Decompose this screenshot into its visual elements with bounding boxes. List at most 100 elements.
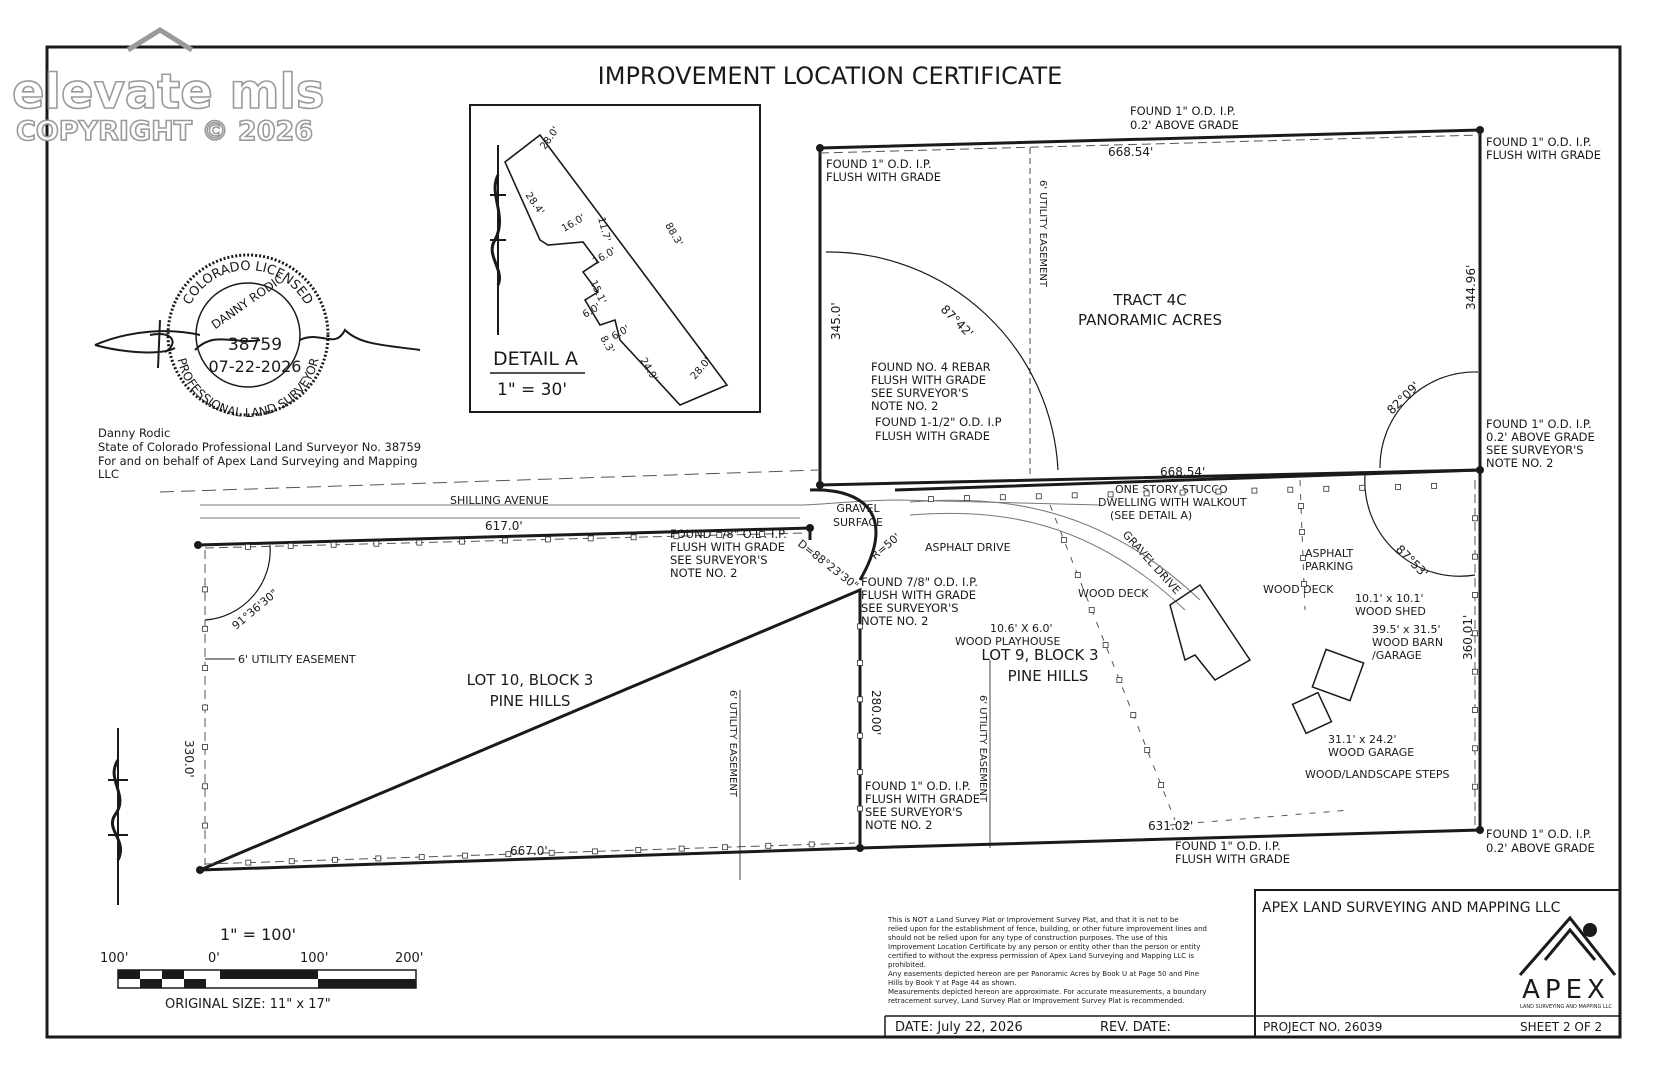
lot-dim: 87°53' (1393, 542, 1431, 580)
lot-fence (204, 842, 856, 865)
fence-post-marker (330, 541, 337, 548)
note: FOUND 1" O.D. I.P. (1130, 104, 1236, 118)
fence-post-marker (202, 783, 208, 790)
fence-post-marker (722, 844, 728, 851)
feature-label: ASPHALT (1305, 547, 1354, 560)
street-name: SHILLING AVENUE (450, 494, 549, 507)
feature-label: 10.1' x 10.1' (1355, 592, 1424, 605)
tract-dim: 668.54' (1108, 145, 1153, 159)
fence-post-marker (759, 531, 765, 537)
cul-de-sac-arc (809, 488, 878, 581)
feature-label: WOOD/LANDSCAPE STEPS (1305, 768, 1450, 781)
detail-dim: 16.0' (560, 213, 587, 235)
fence-post-marker (202, 822, 208, 829)
sheet-date: DATE: July 22, 2026 (895, 1020, 1023, 1035)
feature-label: 31.1' x 24.2' (1328, 733, 1397, 746)
fence-post-marker (288, 858, 295, 865)
fence-post-marker (592, 848, 598, 855)
fence-post-marker (587, 535, 594, 542)
fence-post-marker (244, 544, 251, 550)
disclaimer-line: retracement survey, Land Survey Plat or … (888, 997, 1184, 1005)
boundary-pin-marker (856, 844, 864, 852)
tract-fence-top (819, 134, 1481, 154)
lot-dim: 330.0' (182, 740, 196, 778)
scale-ratio: 1" = 100' (220, 925, 296, 944)
fence-post-marker (999, 494, 1006, 501)
disclaimer: This is NOT a Land Survey Plat or Improv… (887, 916, 1207, 1005)
lot-easement-label: 6' UTILITY EASEMENT (238, 653, 356, 666)
feature-label: /GARAGE (1372, 649, 1422, 662)
feature-label: 39.5' x 31.5' (1372, 623, 1441, 636)
lot-dim: D=88°23'30" (795, 537, 861, 592)
feature-label: WOOD DECK (1078, 587, 1149, 600)
fence-post-marker (548, 849, 555, 856)
fence-post-marker (287, 543, 294, 549)
detail-dim: 15.1' (587, 279, 608, 306)
note: 0.2' ABOVE GRADE (1130, 118, 1239, 132)
sheet-border (45, 45, 1622, 1039)
road-centerline (159, 469, 821, 493)
apex-logo-sun-icon (1583, 923, 1597, 937)
tract-name: TRACT 4C (1112, 291, 1186, 309)
fence-post-marker (245, 859, 252, 866)
lot-dim: 631.02' (1148, 819, 1193, 833)
detail-building-outline (504, 133, 729, 406)
fence-post-marker (459, 538, 466, 545)
note: 0.2' ABOVE GRADE (1486, 430, 1595, 444)
fence-post-marker (1472, 745, 1478, 752)
detail-dim: 88.3' (662, 221, 684, 248)
fence-post-marker (1071, 492, 1078, 499)
detail-dim: 11.7' (595, 216, 612, 243)
note: SEE SURVEYOR'S (865, 805, 963, 819)
boundary-pin-marker (196, 866, 204, 874)
surveyor-line: LLC (98, 467, 119, 481)
note: FOUND 1-1/2" O.D. I.P (875, 415, 1002, 429)
disclaimer-line: Improvement Location Certificate by any … (888, 943, 1200, 951)
boundary-pin-marker (816, 144, 824, 152)
lot-easement-label: 6' UTILITY EASEMENT (727, 690, 738, 798)
page-title: IMPROVEMENT LOCATION CERTIFICATE (598, 62, 1063, 90)
tract-sub: PANORAMIC ACRES (1078, 311, 1222, 329)
note: FOUND 7/8" O.D. I.P. (861, 575, 978, 589)
fence-post-marker (1472, 592, 1478, 598)
scale-tick-label: 0' (208, 951, 220, 966)
disclaimer-line: Any easements depicted hereon are per Pa… (888, 970, 1199, 978)
fence-post-marker (678, 845, 685, 852)
seal-outer-ring (166, 253, 330, 417)
feature-label: ASPHALT DRIVE (925, 541, 1011, 554)
note: NOTE NO. 2 (861, 614, 928, 628)
lot-easement-label: 6' UTILITY EASEMENT (977, 695, 988, 803)
detail-dim: 24.9' (637, 356, 659, 383)
note: FLUSH WITH GRADE (1175, 852, 1290, 866)
lot-dim: 617.0' (485, 519, 523, 533)
fence-post-marker (202, 586, 208, 593)
fence-post-marker (673, 533, 680, 540)
fence-post-marker (1298, 503, 1304, 509)
seal-date: 07-22-2026 (209, 357, 302, 376)
scale-tick-label: 100' (100, 951, 128, 966)
scale-bar-fill (318, 979, 416, 988)
lot-10: LOT 10, BLOCK 3 PINE HILLS 617.0' 330.0'… (108, 519, 862, 905)
fence-post-marker (1074, 572, 1081, 578)
fence-post-marker (1472, 707, 1478, 713)
lot-name: LOT 9, BLOCK 3 (981, 646, 1098, 664)
tract-easement-label: 6' UTILITY EASEMENT (1037, 180, 1048, 288)
fence-post-marker (1472, 553, 1478, 560)
note: NOTE NO. 2 (1486, 456, 1553, 470)
feature-label: WOOD PLAYHOUSE (955, 635, 1061, 648)
scale-bar: 1" = 100' 100' 0' 100' 200' ORIGINAL SIZ… (100, 925, 423, 1012)
fence-post-marker (1158, 782, 1164, 788)
note: FLUSH WITH GRADE (861, 588, 976, 602)
fence-post-marker (765, 842, 772, 849)
fence-post-marker (857, 732, 863, 739)
apex-logo-icon (1518, 915, 1617, 976)
note: FOUND 1" O.D. I.P. (865, 779, 971, 793)
sheet-number: SHEET 2 OF 2 (1520, 1020, 1602, 1034)
project-number: PROJECT NO. 26039 (1263, 1020, 1382, 1034)
rev-date: REV. DATE: (1100, 1020, 1171, 1035)
note: FOUND NO. 4 REBAR (871, 360, 991, 374)
feature-label: (SEE DETAIL A) (1110, 509, 1192, 522)
note: NOTE NO. 2 (865, 818, 932, 832)
feature-label: WOOD BARN (1372, 636, 1443, 649)
